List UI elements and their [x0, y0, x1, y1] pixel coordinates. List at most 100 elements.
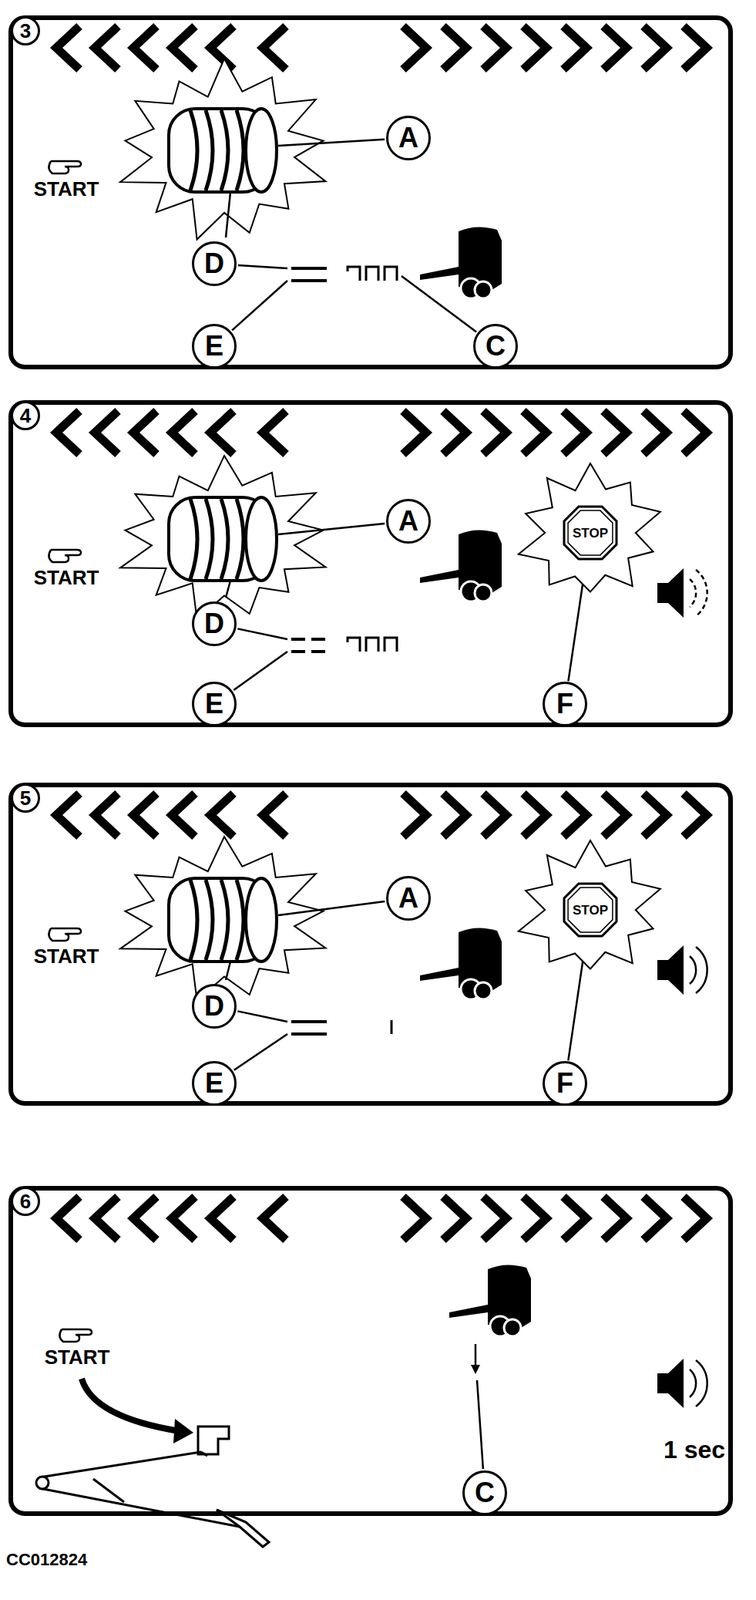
- chevron: [171, 26, 195, 70]
- baler-drawbar: [449, 1303, 488, 1318]
- horn-icon: [657, 1357, 708, 1408]
- indicator-arrowhead: [470, 1364, 481, 1374]
- chevron: [94, 410, 118, 454]
- callout-letter: D: [204, 609, 225, 638]
- bale-wrap: [236, 498, 244, 579]
- callout-letter: 5: [20, 787, 31, 808]
- segment-bar: [291, 278, 327, 283]
- horn-body: [657, 1372, 669, 1393]
- leader-line: [234, 1033, 288, 1070]
- chevron: [262, 26, 286, 70]
- chevron: [483, 410, 507, 454]
- panel-border: [10, 784, 731, 1103]
- callout-circle: D: [191, 241, 237, 286]
- motion-arrowhead: [173, 1417, 194, 1443]
- stop-text: STOP: [572, 526, 609, 540]
- baler-icon: [449, 1263, 531, 1336]
- chevron: [403, 26, 427, 70]
- bale-wrap: [205, 498, 213, 579]
- bale-end: [245, 877, 277, 961]
- panel-illustration: [8, 15, 733, 370]
- bale-wrap: [190, 879, 198, 960]
- leader-line: [278, 523, 385, 535]
- stop-sign: STOP: [562, 881, 619, 938]
- chevron: [171, 410, 195, 454]
- chevron: [262, 792, 286, 837]
- chevron: [133, 792, 157, 837]
- bale-wrap: [221, 498, 229, 579]
- baler-wheel: [474, 281, 492, 299]
- chevron: [443, 792, 467, 837]
- chevron: [683, 1196, 707, 1240]
- display-panel: START4ADESTOPF: [8, 399, 733, 727]
- leader-line: [231, 280, 288, 330]
- bale-wrap: [236, 879, 244, 960]
- bale-wrap: [190, 498, 198, 579]
- octagon-outline: [564, 883, 617, 936]
- horn-body: [657, 959, 669, 980]
- chevron: [210, 792, 234, 837]
- panel-border: [10, 402, 731, 725]
- chevron: [443, 1196, 467, 1240]
- callout-letter: F: [556, 689, 574, 718]
- chevron: [171, 1196, 195, 1240]
- chevron: [56, 26, 80, 70]
- octagon-inner: [567, 510, 613, 555]
- start-label: START: [33, 178, 100, 199]
- callout-letter: C: [485, 332, 506, 360]
- callout-letter: E: [204, 689, 224, 718]
- chevron: [483, 26, 507, 70]
- callout-letter: A: [398, 507, 419, 535]
- baler-icon: [420, 529, 502, 602]
- step-number: 4: [10, 400, 41, 431]
- segment-bar: [291, 1031, 327, 1035]
- baler-wheel: [474, 584, 492, 602]
- callout-circle: A: [386, 115, 431, 161]
- chevron: [643, 1196, 667, 1240]
- pointing-hand-icon: [48, 927, 81, 941]
- callout-letter: E: [204, 332, 224, 360]
- callout-circle: E: [191, 1060, 237, 1106]
- chevron: [523, 792, 547, 837]
- pointing-hand-icon: [48, 161, 81, 174]
- flash-burst: [518, 840, 661, 969]
- baler-drawbar: [420, 266, 459, 280]
- bale-end: [245, 108, 277, 192]
- chevron: [94, 26, 118, 70]
- callout-letter: D: [204, 249, 225, 278]
- chevron: [262, 410, 286, 454]
- display-panel: START3ADEC: [8, 15, 733, 370]
- pointing-hand-icon: [59, 1328, 92, 1341]
- flash-burst: [120, 58, 326, 240]
- chevron: [563, 1196, 587, 1240]
- segment-digit: [347, 266, 360, 281]
- start-label: START: [33, 945, 100, 966]
- sound-wave: [689, 955, 696, 984]
- callout-circle: D: [191, 601, 237, 646]
- panel-illustration: [8, 782, 733, 1106]
- leader-line: [233, 651, 288, 690]
- chevron: [523, 26, 547, 70]
- pointing-hand-icon: [48, 549, 81, 562]
- baler-drawbar: [420, 967, 459, 981]
- segment-bar: [291, 1019, 327, 1023]
- chevron: [563, 792, 587, 837]
- chevron: [210, 410, 234, 454]
- segment-digit: [366, 266, 379, 281]
- callout-letter: F: [556, 1068, 574, 1097]
- twine-tail: [225, 960, 231, 980]
- twine-tail: [225, 191, 231, 238]
- segment-digit: [390, 1019, 394, 1034]
- callout-circle: D: [191, 983, 237, 1029]
- chevron: [133, 410, 157, 454]
- start-label: START: [44, 1346, 111, 1367]
- baler-icon: [420, 927, 502, 999]
- horn-icon: [657, 944, 708, 995]
- sound-wave: [695, 946, 708, 993]
- bale-wrap: [221, 110, 229, 191]
- chevron: [171, 792, 195, 837]
- sound-wave: [689, 1368, 696, 1397]
- chevron: [94, 1196, 118, 1240]
- chevron: [210, 1196, 234, 1240]
- chevron: [643, 792, 667, 837]
